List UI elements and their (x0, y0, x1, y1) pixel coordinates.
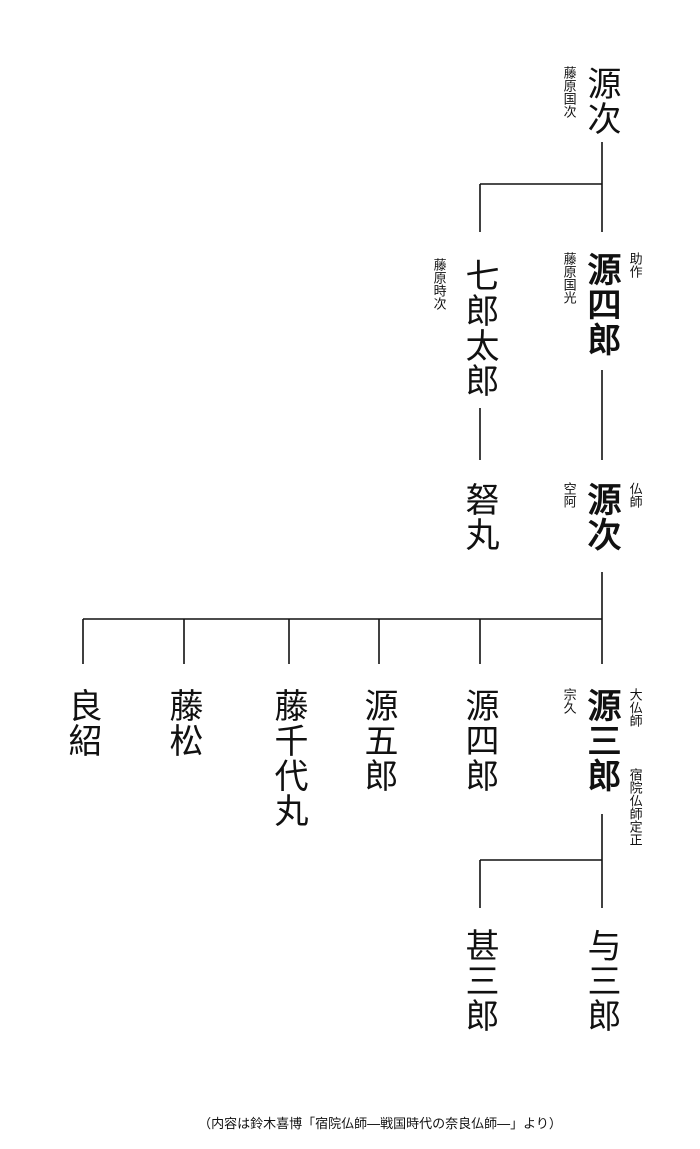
title-busshi: 仏師 (626, 482, 642, 508)
alias-fujiwara-tokitsugu: 藤原時次 (430, 258, 446, 310)
person-fujichiyomaru: 藤千代丸 (268, 688, 308, 828)
person-genshiro-2: 源四郎 (459, 688, 499, 793)
title-shukuin-busshi-sadamasa: 宿院仏師定正 (626, 768, 642, 846)
person-genshiro-1: 源四郎 (581, 252, 621, 357)
person-yosaburo: 与三郎 (581, 928, 621, 1033)
person-genji-1: 源次 (581, 66, 621, 136)
person-yoshitsugu: 良紹 (62, 688, 102, 758)
person-gensaburo: 源三郎 (581, 688, 621, 793)
person-gengoro: 源五郎 (358, 688, 398, 793)
title-daibusshi: 大仏師 (626, 688, 642, 727)
alias-fujiwara-kunitsugu: 藤原国次 (560, 66, 576, 118)
alias-fujiwara-kunimitsu: 藤原国光 (560, 252, 576, 304)
person-genji-2: 源次 (581, 482, 621, 552)
alias-munehisa: 宗久 (560, 688, 576, 714)
alias-kua: 空阿 (560, 482, 576, 508)
person-shichirotaro: 七郎太郎 (459, 258, 499, 398)
person-fujimatsu: 藤松 (163, 688, 203, 758)
person-kimaru: 砮丸 (459, 482, 499, 552)
person-jinzaburo: 甚三郎 (459, 928, 499, 1033)
title-sukesaku: 助作 (626, 252, 642, 278)
source-note: （内容は鈴木喜博「宿院仏師―戦国時代の奈良仏師―」より） (198, 1117, 562, 1132)
